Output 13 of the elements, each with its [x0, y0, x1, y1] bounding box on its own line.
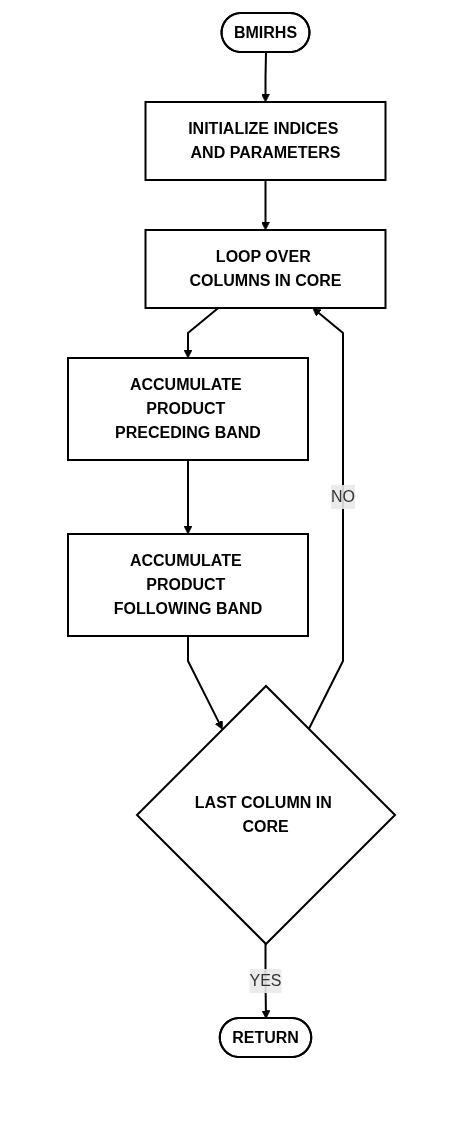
arrow — [260, 179, 270, 231]
arrow — [186, 635, 223, 730]
node-box: LOOP OVER COLUMNS IN CORE — [144, 229, 386, 309]
arrow — [183, 307, 219, 359]
edge-label: NO — [330, 488, 355, 505]
node-box: ACCUMULATE PRODUCT PRECEDING BAND — [66, 357, 309, 461]
edge-label: YES — [248, 972, 282, 989]
arrow — [307, 307, 344, 731]
arrow — [260, 51, 270, 103]
node-diamond: LAST COLUMN IN CORE — [135, 684, 396, 946]
node-box: INITIALIZE INDICES AND PARAMETERS — [144, 101, 386, 181]
arrow — [183, 459, 192, 535]
node-box: ACCUMULATE PRODUCT FOLLOWING BAND — [66, 533, 309, 637]
